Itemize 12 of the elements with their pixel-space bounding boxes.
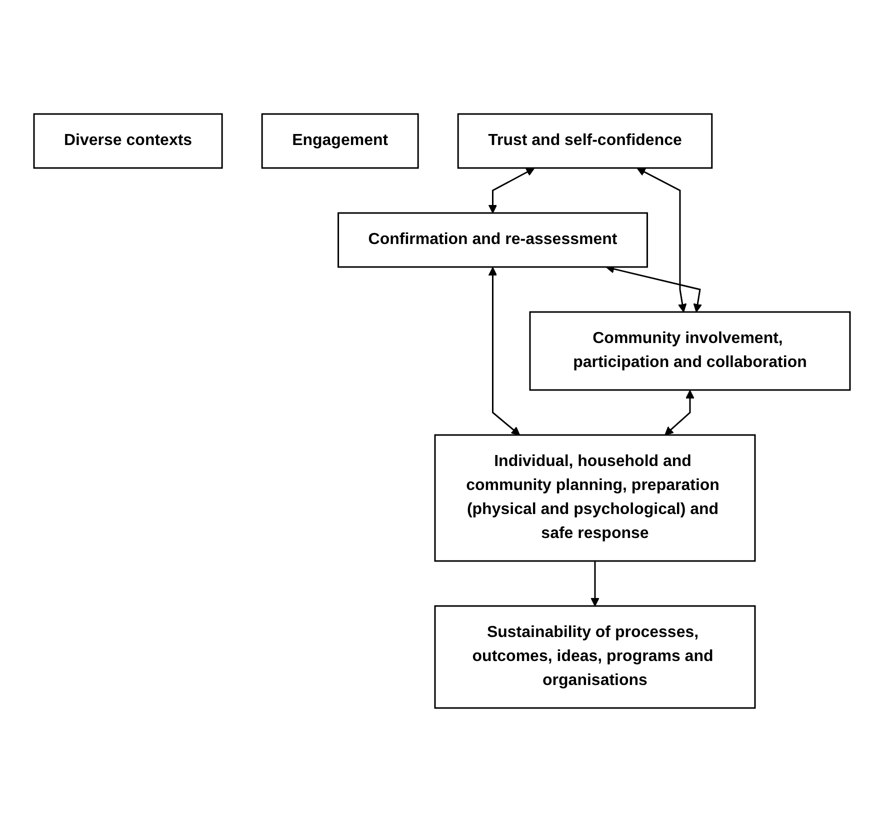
node-box: Community involvement, participation and collaboration (528, 311, 850, 391)
node-box: Sustainability of processes, outcomes, ideas, programs and organisations (434, 605, 756, 709)
arrow (488, 168, 534, 214)
arrow (488, 267, 520, 436)
node-box: Engagement (260, 113, 418, 169)
node-box: Diverse contexts (32, 113, 222, 169)
node-box: Individual, household and community planning, preparation (physical and psychological) and safe response (434, 434, 756, 562)
arrow (664, 390, 694, 436)
arrow (636, 168, 686, 312)
node-box: Confirmation and re-assessment (337, 212, 648, 268)
arrow (590, 561, 599, 606)
node-box: Trust and self-confidence (456, 113, 712, 169)
